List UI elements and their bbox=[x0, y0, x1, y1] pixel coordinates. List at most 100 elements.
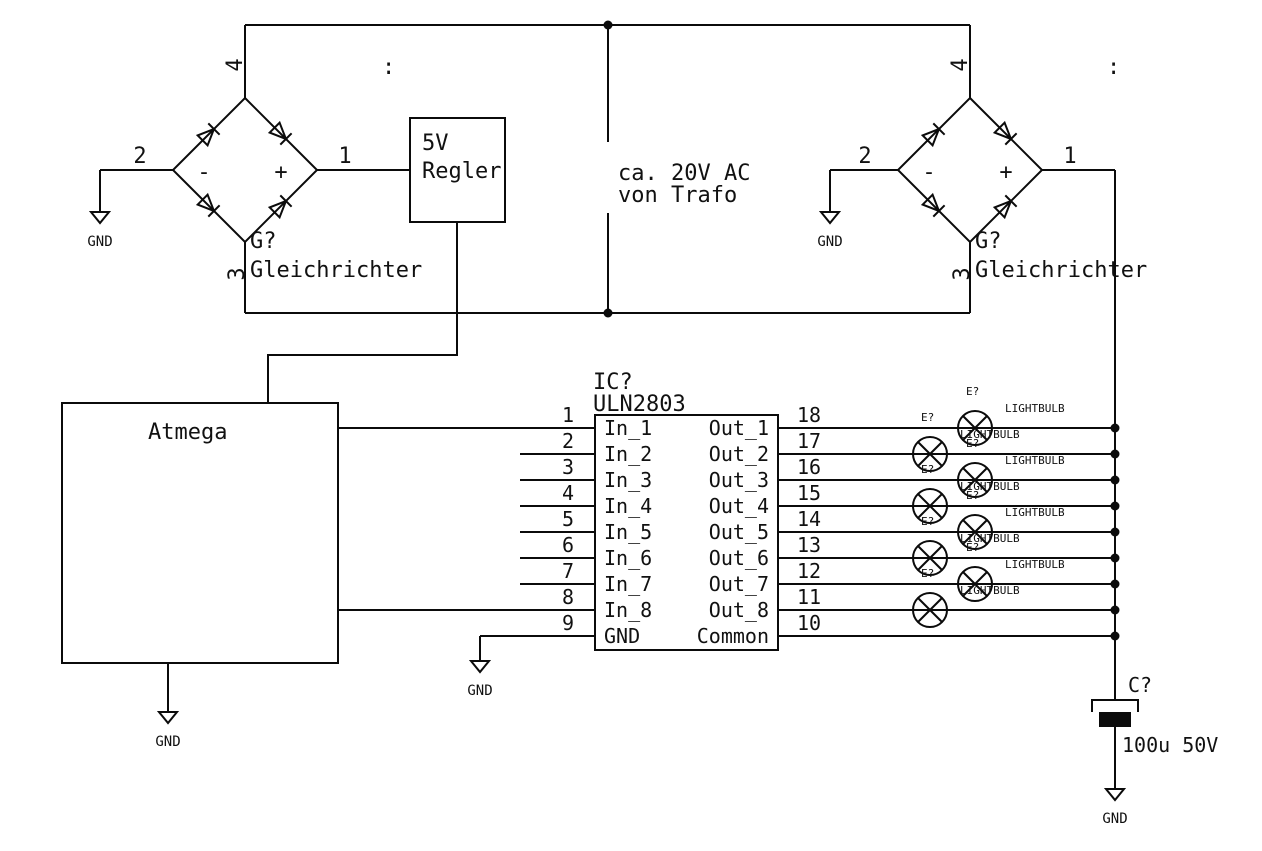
ac-source-label-line2: von Trafo bbox=[618, 183, 737, 208]
ground-symbol-icon bbox=[158, 699, 178, 724]
bulb-ref: E? bbox=[921, 567, 934, 580]
capacitor-ref: C? bbox=[1128, 673, 1152, 697]
bulb-label: LIGHTBULB bbox=[960, 428, 1020, 441]
ic-pin-num: 10 bbox=[797, 611, 821, 635]
ic-pin-name: In_8 bbox=[604, 598, 652, 622]
bridge-ref: G? bbox=[975, 229, 1002, 254]
junction-dot bbox=[1110, 605, 1120, 615]
bulb-ref: E? bbox=[966, 489, 979, 502]
ground-symbol-icon bbox=[470, 648, 490, 673]
pin-number: 4 bbox=[948, 58, 973, 71]
ic-pin-name: In_2 bbox=[604, 442, 652, 466]
regulator-label-line1: 5V bbox=[422, 131, 449, 156]
ic-pin-name: In_4 bbox=[604, 494, 652, 518]
junction-dot bbox=[1110, 631, 1120, 641]
capacitor-top-plate bbox=[1091, 699, 1139, 712]
pin-number: 1 bbox=[338, 144, 351, 169]
bulb-label: LIGHTBULB bbox=[1005, 454, 1065, 467]
ic-pin-name: Out_2 bbox=[709, 442, 769, 466]
bulb-ref: E? bbox=[966, 385, 979, 398]
ic-ref: IC? bbox=[593, 370, 633, 395]
ic-part: ULN2803 bbox=[593, 392, 686, 417]
bridge-minus: - bbox=[922, 160, 935, 185]
pin-number: 2 bbox=[858, 144, 871, 169]
ic-pin-name: GND bbox=[604, 624, 640, 648]
bulb-ref: E? bbox=[966, 437, 979, 450]
junction-dot bbox=[1110, 501, 1120, 511]
ic-pin-num: 5 bbox=[562, 507, 574, 531]
bridge-name: Gleichrichter bbox=[975, 258, 1147, 283]
ic-pin-num: 6 bbox=[562, 533, 574, 557]
bridge-rectifier-right: GND 2 1 4 3 - + G? Gleichrichter : bbox=[817, 25, 1147, 313]
ic-pin-num: 11 bbox=[797, 585, 821, 609]
bridge-rectifier-left: GND 2 1 4 3 - + G? Gleichrichter : bbox=[87, 25, 422, 313]
bulb-label: LIGHTBULB bbox=[960, 584, 1020, 597]
ic-pin-name: Common bbox=[697, 624, 769, 648]
ic-pin-name: Out_5 bbox=[709, 520, 769, 544]
supply-rail bbox=[1110, 170, 1120, 700]
capacitor-bottom-plate bbox=[1099, 712, 1131, 727]
junction-dot bbox=[1110, 579, 1120, 589]
ic-pin-num: 3 bbox=[562, 455, 574, 479]
bulb-label: LIGHTBULB bbox=[1005, 402, 1065, 415]
ground-symbol-icon bbox=[90, 199, 110, 224]
ic-pin-num: 4 bbox=[562, 481, 574, 505]
mcu-box bbox=[61, 402, 339, 664]
ic-pin-num: 7 bbox=[562, 559, 574, 583]
ic-pin-num: 14 bbox=[797, 507, 821, 531]
ic-pin-num: 1 bbox=[562, 403, 574, 427]
bulb-label: LIGHTBULB bbox=[1005, 506, 1065, 519]
ic-pin-name: Out_3 bbox=[709, 468, 769, 492]
ic-pin-name: In_6 bbox=[604, 546, 652, 570]
bulb-ref: E? bbox=[921, 515, 934, 528]
ic-pin-name: Out_1 bbox=[709, 416, 769, 440]
wire-regulator-to-mcu bbox=[267, 222, 458, 403]
junction-dot bbox=[1110, 527, 1120, 537]
bridge-diamond bbox=[896, 96, 1044, 244]
junction-dot bbox=[1110, 449, 1120, 459]
gnd-label: GND bbox=[817, 234, 842, 250]
gnd-label: GND bbox=[467, 683, 492, 699]
ic-pin-num: 2 bbox=[562, 429, 574, 453]
ic-pin-name: In_3 bbox=[604, 468, 652, 492]
ic-uln2803: IC? ULN2803 GND 1 2 3 4 5 6 7 8 9 bbox=[338, 370, 1115, 699]
ic-pin-num: 13 bbox=[797, 533, 821, 557]
bridge-name: Gleichrichter bbox=[250, 258, 422, 283]
mcu-label: Atmega bbox=[148, 420, 227, 445]
ic-pin-num: 12 bbox=[797, 559, 821, 583]
capacitor: C? 100u 50V GND bbox=[1091, 673, 1218, 827]
pin-number: 2 bbox=[133, 144, 146, 169]
pin-number: 3 bbox=[225, 267, 250, 280]
bridge-diamond bbox=[171, 96, 319, 244]
pin-number: 4 bbox=[223, 58, 248, 71]
bridge-colon: : bbox=[1107, 55, 1120, 80]
ic-pin-name: In_7 bbox=[604, 572, 652, 596]
bulb-ref: E? bbox=[921, 411, 934, 424]
bulb-ref: E? bbox=[921, 463, 934, 476]
junction-dot bbox=[1110, 553, 1120, 563]
bulb-label: LIGHTBULB bbox=[960, 480, 1020, 493]
ic-pin-num: 18 bbox=[797, 403, 821, 427]
mcu-atmega: Atmega GND bbox=[61, 402, 339, 750]
gnd-label: GND bbox=[155, 734, 180, 750]
bridge-colon: : bbox=[382, 55, 395, 80]
junction-dot bbox=[603, 308, 613, 318]
bridge-plus: + bbox=[999, 160, 1012, 185]
ac-source-label-line1: ca. 20V AC bbox=[618, 161, 750, 186]
ic-pin-name: In_5 bbox=[604, 520, 652, 544]
ic-pin-num: 15 bbox=[797, 481, 821, 505]
ic-pin-name: In_1 bbox=[604, 416, 652, 440]
bridge-plus: + bbox=[274, 160, 287, 185]
ic-pin-num: 8 bbox=[562, 585, 574, 609]
bridge-minus: - bbox=[197, 160, 210, 185]
ic-pin-num: 17 bbox=[797, 429, 821, 453]
pin-number: 1 bbox=[1063, 144, 1076, 169]
ac-rails: ca. 20V AC von Trafo bbox=[245, 20, 970, 318]
capacitor-value: 100u 50V bbox=[1122, 733, 1218, 757]
ic-pin-name: Out_8 bbox=[709, 598, 769, 622]
regulator-label-line2: Regler bbox=[422, 159, 501, 184]
gnd-label: GND bbox=[87, 234, 112, 250]
ic-pin-name: Out_6 bbox=[709, 546, 769, 570]
bulb-label: LIGHTBULB bbox=[1005, 558, 1065, 571]
